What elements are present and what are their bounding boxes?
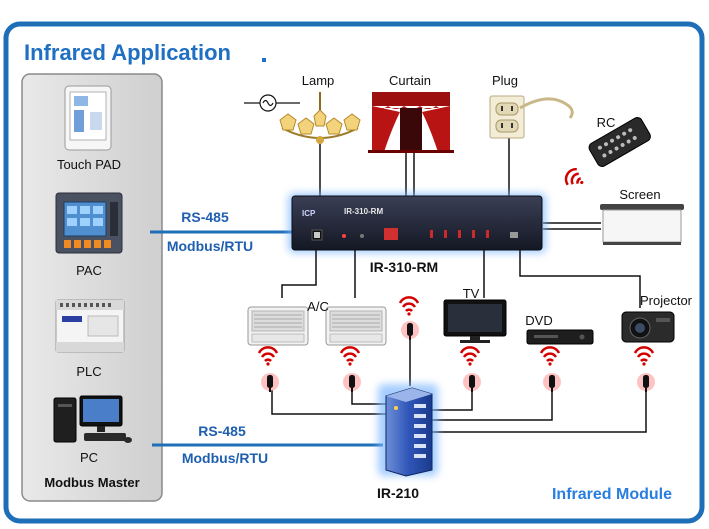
plug-outlet xyxy=(489,95,574,139)
ir210-caption: IR-210 xyxy=(377,485,419,501)
modbus-master-panel xyxy=(21,73,163,502)
diagram-title: Infrared Application xyxy=(24,40,231,65)
lamp-chandelier xyxy=(279,92,361,144)
dvd-label: DVD xyxy=(525,313,552,328)
plug-label: Plug xyxy=(492,73,518,88)
ir-210-module xyxy=(385,387,433,477)
lamp-switch-icon xyxy=(244,94,300,112)
projector-device xyxy=(621,311,675,343)
ir310-front-text: IR-310-RM xyxy=(344,207,383,216)
rc-label: RC xyxy=(597,115,616,130)
pac-label: PAC xyxy=(76,263,102,278)
modbus-rtu-bottom-label: Modbus/RTU xyxy=(182,450,268,466)
ac-unit-left xyxy=(247,306,309,346)
pc-device xyxy=(53,395,132,443)
modbus-rtu-top-label: Modbus/RTU xyxy=(167,238,253,254)
title-accent xyxy=(262,58,266,62)
top-wiring xyxy=(319,138,601,230)
curtain-label: Curtain xyxy=(389,73,431,88)
projection-screen xyxy=(600,204,684,245)
modbus-master-label: Modbus Master xyxy=(44,475,139,490)
touch-pad-device xyxy=(64,85,112,151)
ac-label: A/C xyxy=(307,299,329,314)
infrared-module-label: Infrared Module xyxy=(552,486,672,503)
projector-label: Projector xyxy=(640,293,693,308)
outer-frame xyxy=(3,21,705,524)
ac-unit-right xyxy=(325,306,387,346)
ir310-device-wiring xyxy=(281,250,641,308)
tv-label: TV xyxy=(463,286,480,301)
pc-label: PC xyxy=(80,450,98,465)
dvd-player xyxy=(526,329,594,345)
ir310-caption: IR-310-RM xyxy=(370,259,438,275)
tv-device xyxy=(443,299,507,343)
touch-pad-label: Touch PAD xyxy=(57,157,121,172)
lamp-label: Lamp xyxy=(302,73,335,88)
screen-label: Screen xyxy=(619,187,660,202)
ir-310-rm-unit: ICP IR-310-RM xyxy=(291,195,543,251)
rs485-top-label: RS-485 xyxy=(181,209,229,225)
plc-device xyxy=(55,299,125,353)
plc-label: PLC xyxy=(76,364,101,379)
rs485-bottom-label: RS-485 xyxy=(198,423,246,439)
ir210-emitter-wiring xyxy=(271,390,647,433)
curtain-image xyxy=(368,92,454,153)
pac-device xyxy=(55,192,123,254)
ir310-logo: ICP xyxy=(302,209,316,218)
remote-control xyxy=(588,117,651,167)
